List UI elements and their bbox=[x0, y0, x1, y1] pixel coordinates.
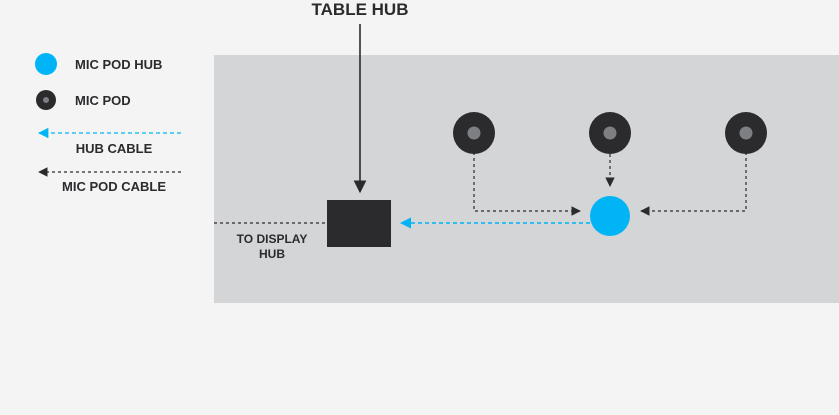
legend: MIC POD HUB MIC POD HUB CABLE MIC POD CA… bbox=[35, 53, 181, 194]
mic-pod-cable-right bbox=[640, 152, 747, 216]
display-hub-label-line1: TO DISPLAY bbox=[237, 232, 308, 246]
mic-pod-icon bbox=[589, 112, 631, 154]
legend-hub-cable-label: HUB CABLE bbox=[76, 141, 153, 156]
mic-pod-icon bbox=[725, 112, 767, 154]
legend-mic-pod-label: MIC POD bbox=[75, 93, 131, 108]
legend-mic-pod-cable-label: MIC POD CABLE bbox=[62, 179, 166, 194]
mic-pod-cable-left bbox=[473, 152, 581, 216]
table-area bbox=[214, 55, 839, 303]
table-hub-title: TABLE HUB bbox=[312, 0, 409, 19]
mic-pod-icon bbox=[453, 112, 495, 154]
display-hub-label-line2: HUB bbox=[259, 247, 285, 261]
legend-mic-pod-hub-label: MIC POD HUB bbox=[75, 57, 162, 72]
table-hub-box bbox=[327, 200, 391, 247]
mic-pod-hub-icon bbox=[590, 196, 630, 236]
legend-mic-pod-icon bbox=[36, 90, 56, 110]
legend-mic-pod-hub-icon bbox=[35, 53, 57, 75]
